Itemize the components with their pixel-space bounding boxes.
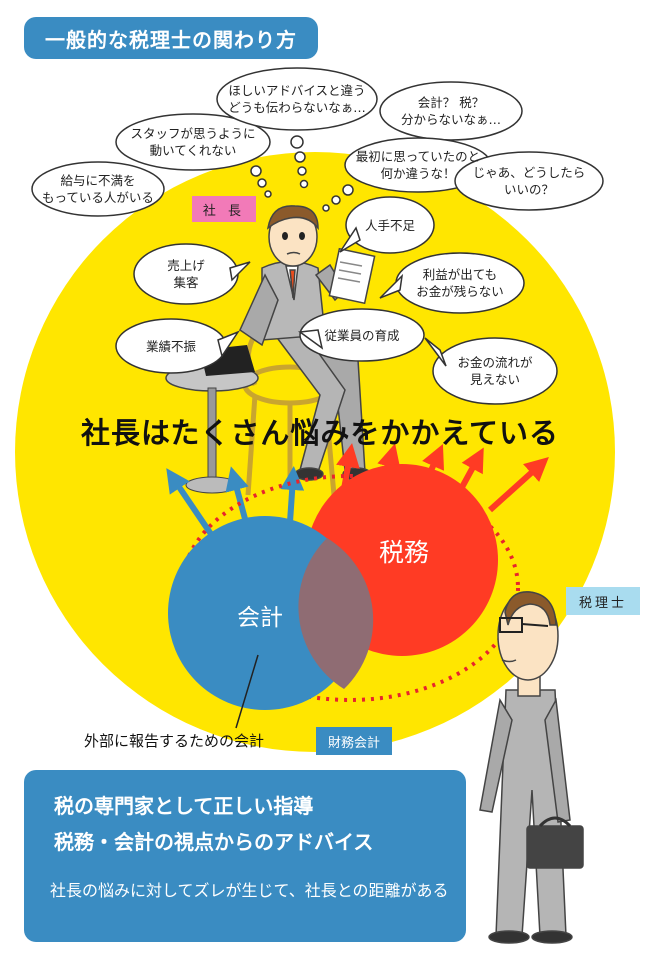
thought-bubble-shapes [31,67,604,217]
tax-label: 税務 [379,538,430,567]
financial-accounting-tag: 財務会計 [316,727,392,755]
worry-bubble-staff-shortage: 人手不足 [364,217,415,233]
panel-line-1: 税の専門家として正しい指導 [54,794,314,818]
tax-accountant-tag: 税理士 [566,587,640,615]
thought-bubble-advice: ほしいアドバイスと違う どうも伝わらないなぁ… [228,83,366,115]
thought-bubble-different: 最初に思っていたのと 何か違うな！ [355,149,481,181]
dotted-boundary [180,474,520,702]
tax-accountant-figure [479,591,584,944]
panel-sub-text: 社長の悩みに対してズレが生じて、社長との距離がある [50,881,449,900]
worry-bubble-cash-flow: お金の流れが 見えない [457,355,533,387]
ceo-figure [239,205,376,481]
thought-bubble-salary: 給与に不満を もっている人がいる [42,173,154,205]
worry-bubble-training: 従業員の育成 [324,327,400,343]
summary-panel: 税の専門家として正しい指導 税務・会計の視点からのアドバイス 社長の悩みに対して… [24,770,466,942]
panel-line-2: 税務・会計の視点からのアドバイス [54,830,374,854]
thought-bubble-tax-question: 会計？ 税？ 分からないなぁ… [400,95,501,127]
worry-bubble-shapes [115,196,558,405]
accounting-pointer [235,654,259,729]
worry-bubble-no-cash: 利益が出ても お金が残らない [416,267,504,299]
ceo-tag: 社 長 [192,196,256,222]
thought-bubble-what-now: じゃあ、どうしたら いいの？ [472,165,586,197]
page-title: 一般的な税理士の関わり方 [24,17,318,59]
accounting-note: 外部に報告するための会計 [84,732,265,750]
overlap [298,538,374,689]
headline: 社長はたくさん悩みをかかえている [81,416,559,450]
thought-bubble-staff: スタッフが思うように 動いてくれない [130,126,256,158]
worry-bubble-sales: 売上げ 集客 [167,258,205,290]
accounting-label: 会計 [237,605,283,631]
worry-bubble-poor-performance: 業績不振 [145,338,196,354]
